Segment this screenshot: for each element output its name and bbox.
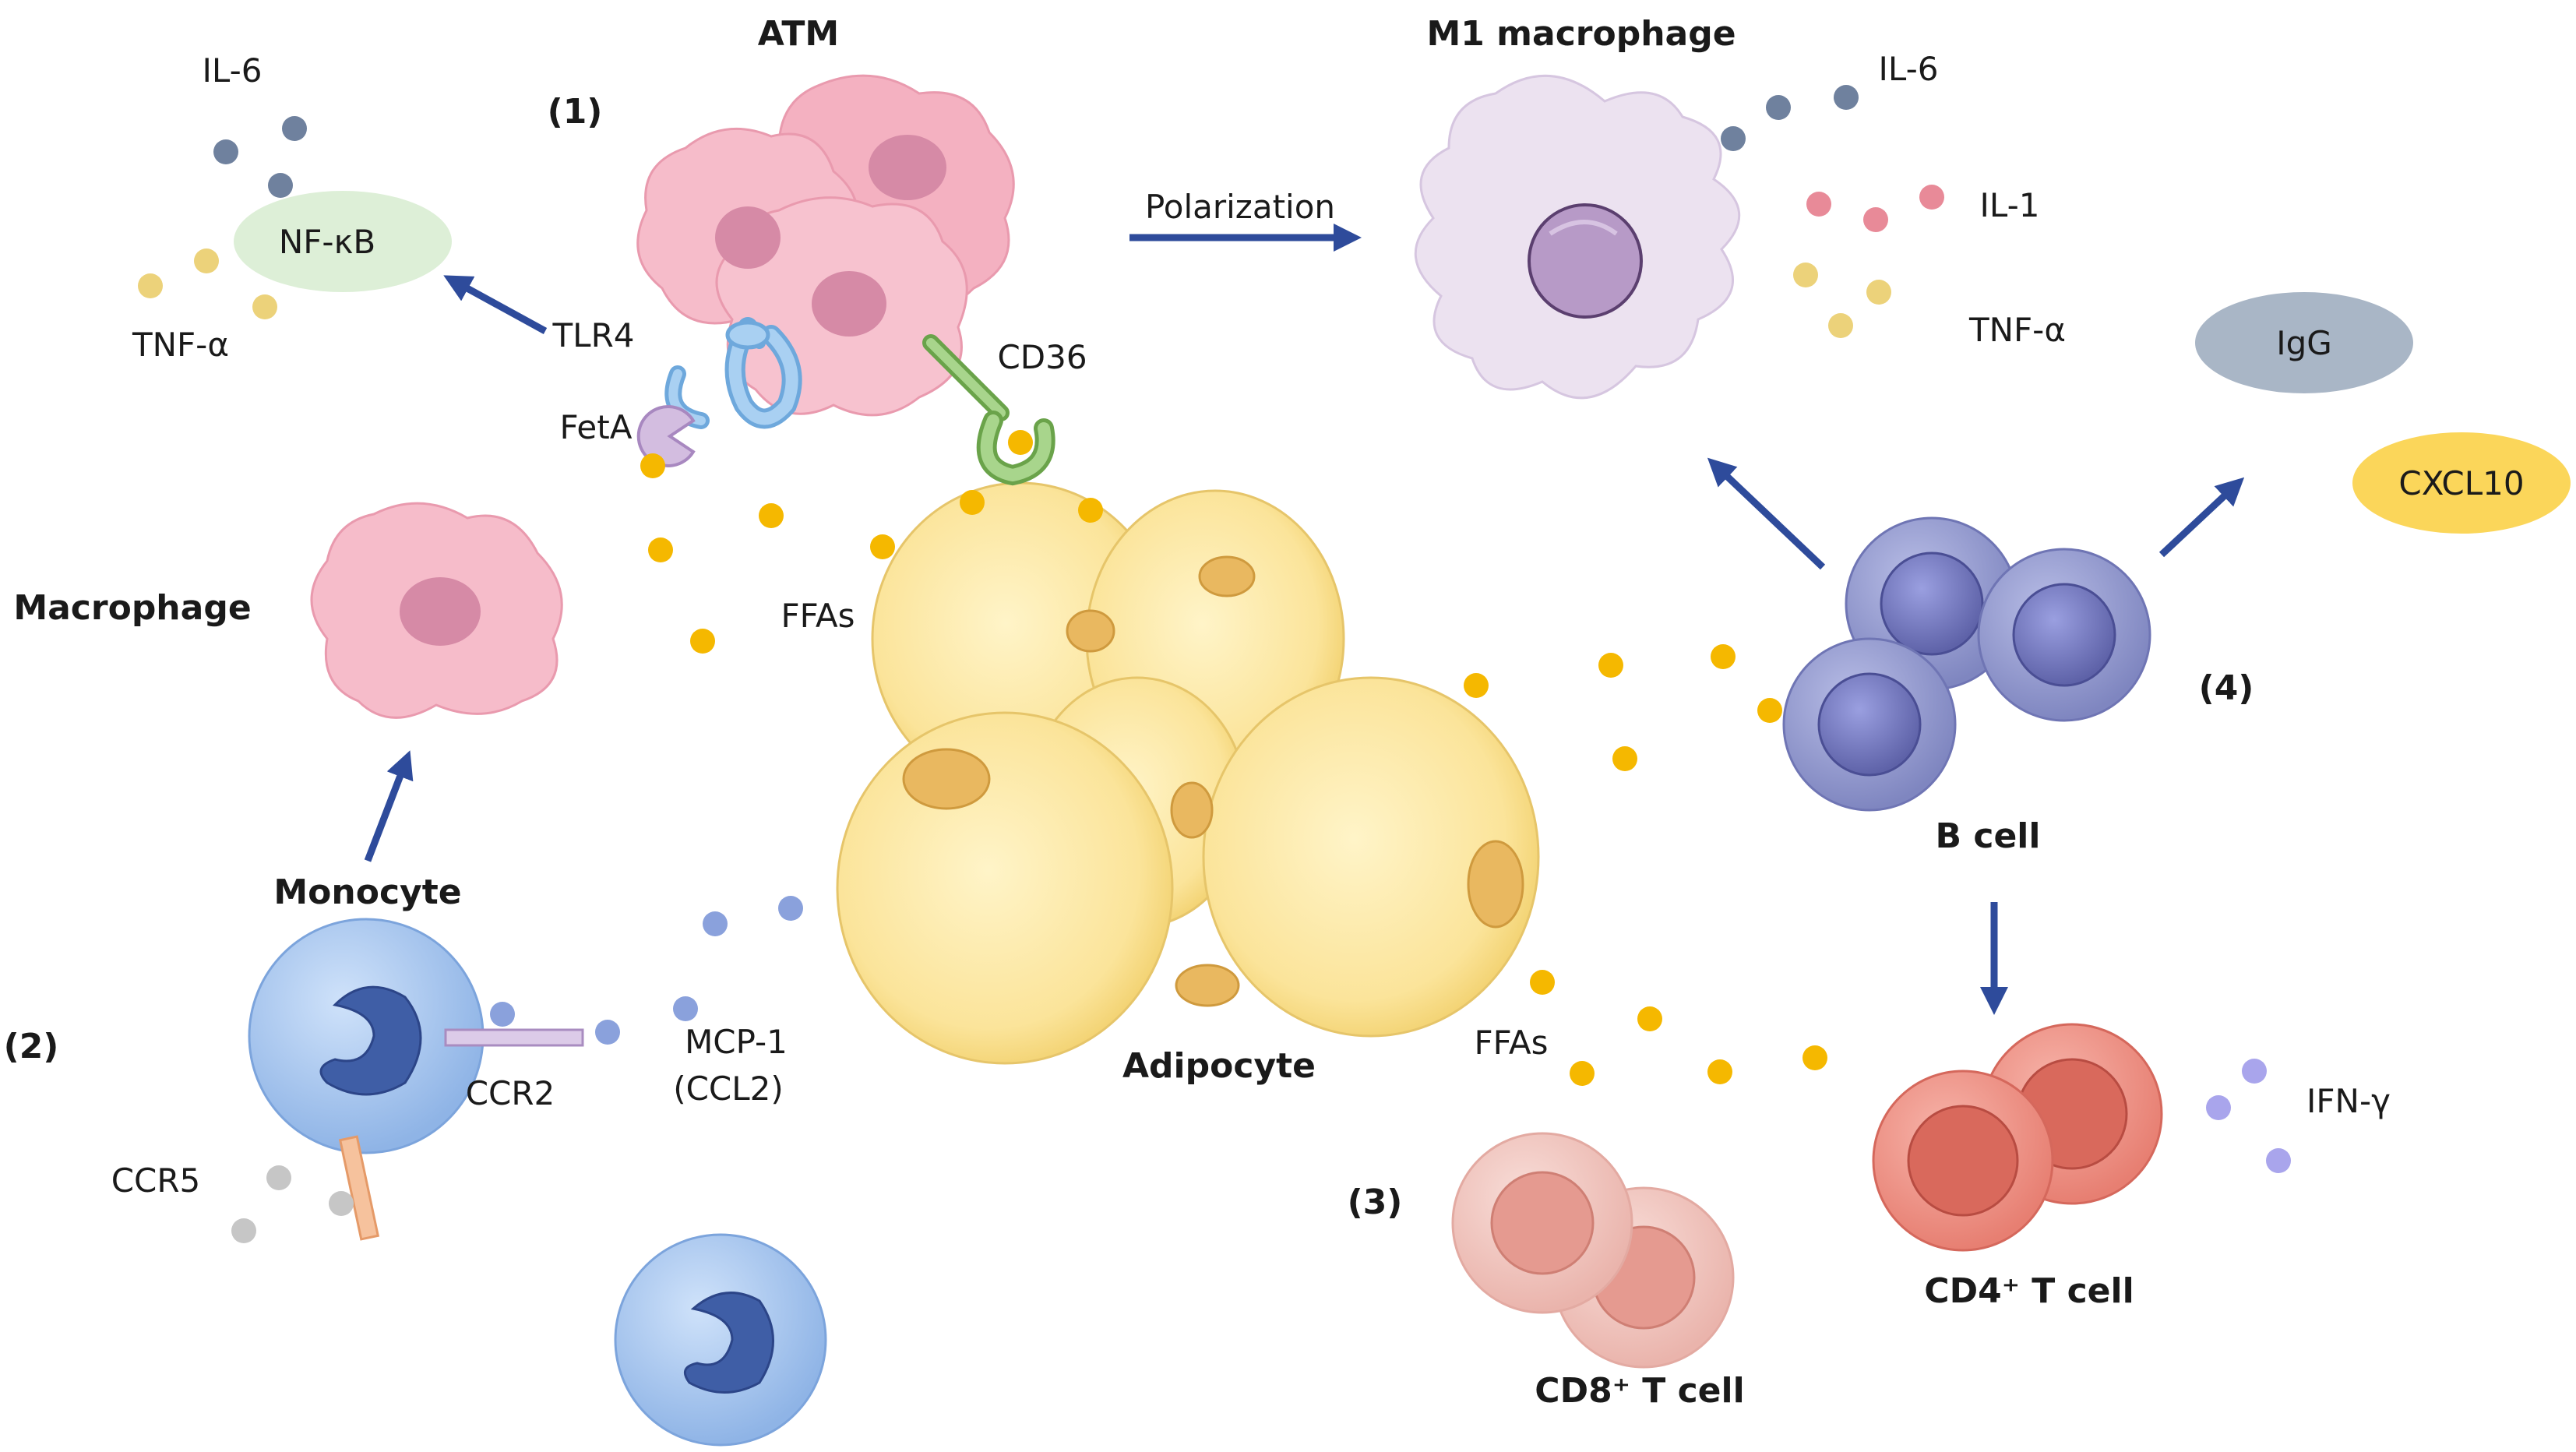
adipocyte-cluster: [836, 481, 1540, 1065]
arrow-monocyte-to-macrophage: [364, 750, 414, 862]
label-atm: ATM: [758, 14, 839, 54]
tnfa-dots-left: [138, 248, 277, 319]
il1-dots: [1806, 185, 1944, 232]
atm-nucleus: [715, 206, 781, 269]
label-step-2: (2): [4, 1027, 59, 1066]
ccr5-ligand-dots: [231, 1165, 354, 1243]
label-tnfa-right: TNF-α: [1968, 311, 2066, 349]
label-macrophage: Macrophage: [13, 588, 251, 628]
ffa-dots-right: [1464, 644, 1782, 771]
label-feta: FetA: [560, 408, 633, 446]
label-cd8-t-cell: CD8⁺ T cell: [1535, 1371, 1744, 1411]
cd36-receptor: [922, 334, 1055, 486]
label-igg: IgG: [2276, 324, 2332, 362]
macrophage-cell: [310, 502, 563, 719]
label-tnfa-left: TNF-α: [132, 326, 229, 364]
label-nfkb: NF-κB: [279, 223, 375, 261]
cd8-t-cell-cluster: [1451, 1132, 1735, 1369]
label-step-4: (4): [2199, 668, 2254, 708]
label-polarization: Polarization: [1145, 188, 1335, 226]
label-cd4-t-cell: CD4⁺ T cell: [1924, 1271, 2134, 1311]
adipocyte-nucleus: [1170, 781, 1214, 839]
arrow-bcell-to-m1: [1707, 457, 1826, 570]
ffa-dots-top: [640, 430, 1103, 654]
mcp1-dots: [490, 896, 803, 1045]
cxcl10-ellipse: [2352, 432, 2571, 534]
label-step-3: (3): [1348, 1182, 1403, 1222]
label-il6-left: IL-6: [203, 51, 263, 90]
label-ccr2: CCR2: [466, 1074, 555, 1112]
monocyte-cell: [248, 918, 485, 1154]
label-ffas-top: FFAs: [781, 597, 855, 635]
label-m1-macrophage: M1 macrophage: [1426, 14, 1736, 54]
adipocyte-nucleus: [1066, 609, 1115, 653]
label-ifng: IFN-γ: [2306, 1082, 2391, 1120]
label-ccr5: CCR5: [111, 1161, 201, 1200]
label-il6-right: IL-6: [1879, 50, 1939, 88]
b-cell-cluster: [1782, 516, 2151, 812]
label-step-1: (1): [548, 92, 603, 132]
label-mcp1-line1: MCP-1: [685, 1023, 788, 1061]
m1-macrophage-cell: [1414, 74, 1741, 400]
ifng-dots: [2206, 1059, 2291, 1173]
label-tlr4: TLR4: [552, 316, 635, 354]
arrow-bcell-to-cxcl10: [2158, 477, 2245, 558]
label-adipocyte: Adipocyte: [1122, 1046, 1316, 1086]
adipocyte-nucleus: [1198, 555, 1256, 597]
tnfa-dots-right: [1793, 263, 1891, 338]
label-ffas-bottom: FFAs: [1474, 1024, 1548, 1062]
ffa-dots-bottom: [1530, 970, 1827, 1086]
ccr2-receptor: [444, 1028, 584, 1047]
il6-dots-right: [1721, 85, 1859, 151]
atm-nucleus: [869, 135, 946, 200]
adipocyte-nucleus: [902, 748, 991, 810]
label-il1: IL-1: [1980, 186, 2040, 224]
ccr5-receptor: [338, 1135, 380, 1241]
label-cxcl10: CXCL10: [2398, 464, 2524, 502]
cd4-t-cell-cluster: [1872, 1023, 2163, 1252]
adipocyte-nucleus: [1467, 840, 1524, 929]
adipocyte-front-left: [836, 711, 1174, 1065]
il6-dots-left: [213, 116, 307, 198]
label-b-cell: B cell: [1936, 816, 2041, 856]
label-monocyte: Monocyte: [273, 872, 461, 912]
igg-ellipse: [2195, 292, 2413, 393]
label-mcp1-line2: (CCL2): [673, 1070, 784, 1108]
adipocyte-front-right: [1202, 676, 1540, 1038]
label-cd36: CD36: [997, 338, 1087, 376]
arrow-tlr4-to-nfkb: [443, 275, 548, 334]
adipocyte-nucleus: [1175, 964, 1240, 1007]
feta-protein: [636, 405, 696, 467]
monocyte-cell-bottom: [614, 1233, 827, 1447]
atm-cell-group: [636, 74, 1015, 417]
atm-nucleus: [812, 271, 886, 337]
nfkb-ellipse: [234, 191, 452, 292]
